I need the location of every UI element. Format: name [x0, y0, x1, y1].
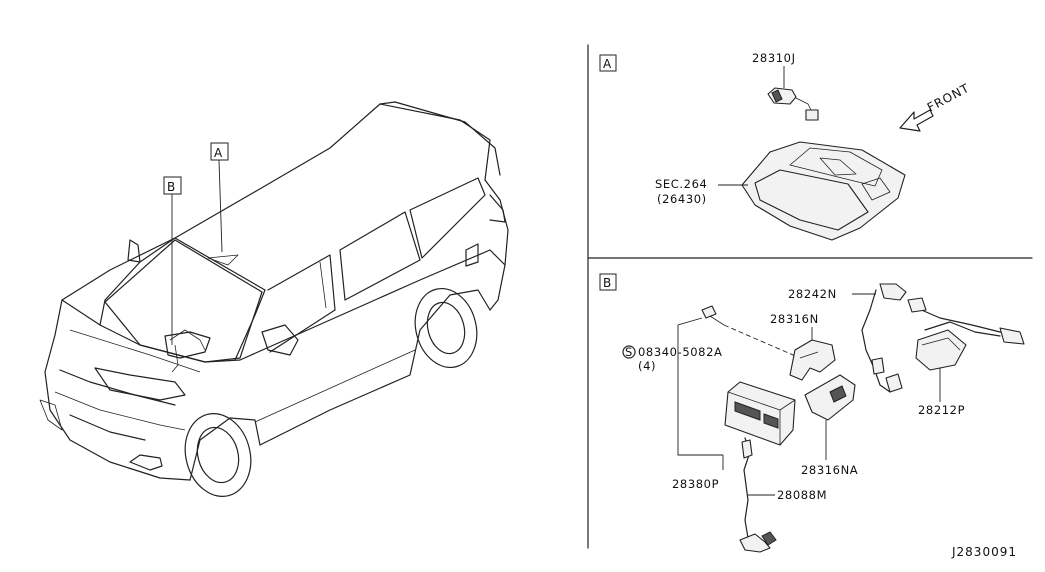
callout-a-label: A [214, 146, 223, 160]
overhead-console-part [741, 141, 906, 241]
front-direction-label: FRONT [925, 81, 972, 115]
part-label-28212p: 28212P [918, 403, 965, 417]
control-module-28380p-part [724, 381, 796, 446]
part-label-28088m: 28088M [777, 488, 827, 502]
harness-28212p-part [907, 297, 1025, 371]
bolt-symbol-icon: S [622, 345, 636, 359]
panel-a: A FRONT 28310J SEC.264 (26430) [599, 51, 972, 241]
diagram-code: J2830091 [951, 545, 1017, 559]
part-label-28310j: 28310J [752, 51, 796, 65]
front-arrow-icon [899, 109, 934, 132]
callout-b: B [163, 176, 182, 345]
bracket-28316n-part [789, 339, 836, 381]
panel-b-box-label: B [603, 276, 611, 290]
sec-26430-label: (26430) [657, 192, 707, 206]
bolt-part-number-label: 08340-5082A [638, 345, 722, 359]
callout-a: A [210, 142, 229, 253]
part-label-28380p: 28380P [672, 477, 719, 491]
bolt-symbol-label: S [625, 345, 633, 359]
sec-264-label: SEC.264 [655, 177, 707, 191]
bolt-part [701, 305, 725, 326]
part-label-28316n: 28316N [770, 312, 819, 326]
panel-a-box-label: A [603, 57, 612, 71]
part-label-28242n: 28242N [788, 287, 837, 301]
panel-b: B S 08340-5082A (4) 28316N 28316NA [599, 273, 1025, 553]
harness-28242n-part [861, 283, 907, 393]
vehicle-illustration [39, 101, 509, 498]
bracket-28316na-part [804, 374, 856, 421]
bolt-quantity-label: (4) [638, 359, 656, 373]
lamp-socket-part [767, 87, 819, 121]
part-label-28316na: 28316NA [801, 463, 858, 477]
callout-b-label: B [167, 180, 175, 194]
harness-28088m-part [739, 437, 777, 553]
